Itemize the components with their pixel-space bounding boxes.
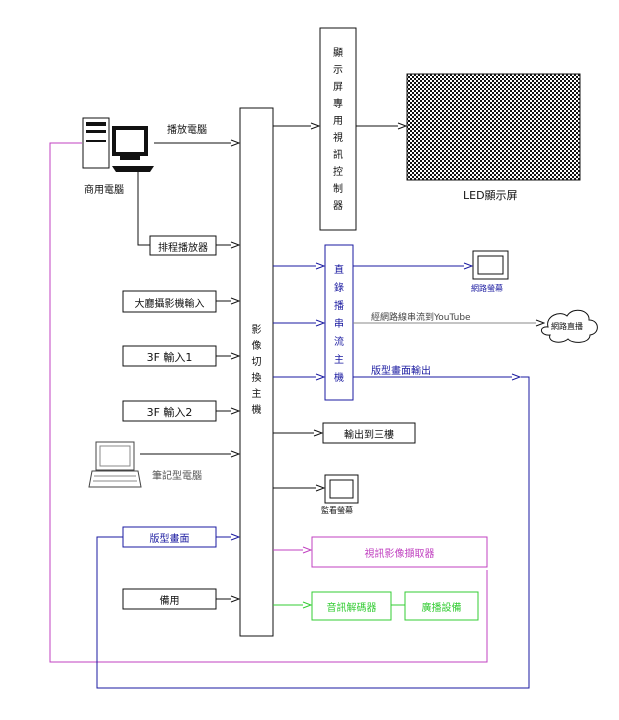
- laptop-icon: [88, 441, 142, 488]
- vertical-char: 流: [334, 337, 344, 348]
- playback-pc-label: 播放電腦: [167, 125, 207, 136]
- blue-feedback-line: [96, 376, 530, 689]
- vertical-char: 像: [251, 341, 262, 352]
- scheduler-label: 排程播放器: [158, 243, 208, 254]
- video-switcher-label: 影像切換主機: [240, 323, 273, 419]
- monitor-icon: [324, 474, 359, 504]
- spare-label: 備用: [159, 596, 180, 607]
- vertical-char: 影: [251, 325, 262, 336]
- cloud-icon: [541, 309, 598, 343]
- layout-screen-label: 版型畫面: [149, 534, 190, 545]
- desktop-computer-icon: [82, 117, 154, 172]
- youtube-stream-label: 經網路線串流到YouTube: [371, 313, 471, 323]
- vertical-char: 用: [333, 116, 343, 127]
- commercial-pc-label: 商用電腦: [84, 185, 124, 196]
- output-3f-label: 輸出到三樓: [344, 430, 394, 441]
- vertical-char: 主: [251, 389, 262, 400]
- vertical-char: 機: [334, 373, 344, 384]
- vertical-char: 視: [333, 133, 343, 144]
- vertical-char: 控: [333, 167, 343, 178]
- vertical-char: 直: [334, 265, 344, 276]
- monitor-label: 監看螢幕: [321, 506, 353, 515]
- broadcast-label: 廣播設備: [421, 603, 462, 614]
- vertical-char: 示: [333, 65, 343, 76]
- vertical-char: 錄: [334, 283, 344, 294]
- laptop-label: 筆記型電腦: [152, 471, 202, 482]
- vertical-char: 制: [333, 184, 343, 195]
- live-stream-label: 網路直播: [551, 322, 583, 331]
- vertical-char: 專: [333, 99, 343, 110]
- vertical-char: 器: [333, 201, 343, 212]
- vertical-char: 播: [334, 301, 344, 312]
- layout-output-label: 版型畫面輸出: [371, 366, 431, 377]
- vertical-char: 顯: [333, 48, 343, 59]
- magenta-feedback-line: [49, 142, 488, 663]
- vertical-char: 切: [251, 357, 262, 368]
- hall-camera-label: 大廳攝影機輸入: [134, 299, 205, 310]
- vertical-char: 訊: [333, 150, 343, 161]
- vertical-char: 屏: [333, 82, 343, 93]
- vertical-char: 機: [251, 405, 262, 416]
- video-capture-label: 視訊影像擷取器: [364, 549, 435, 560]
- vertical-char: 主: [334, 355, 344, 366]
- led-display-label: LED顯示屏: [463, 189, 518, 202]
- stream-host-label: 直錄播串流主機: [325, 262, 353, 388]
- vertical-char: 換: [251, 373, 262, 384]
- input-3f-1-label: 3F 輸入1: [146, 351, 193, 364]
- web-monitor-label: 網路螢幕: [471, 284, 503, 293]
- vertical-char: 串: [334, 319, 344, 330]
- web-monitor-icon: [472, 250, 509, 280]
- display-controller-label: 顯示屏專用視訊控制器: [320, 45, 356, 215]
- audio-decoder-label: 音訊解碼器: [326, 603, 377, 614]
- led-display-screen: [406, 73, 581, 181]
- input-3f-2-label: 3F 輸入2: [146, 406, 193, 419]
